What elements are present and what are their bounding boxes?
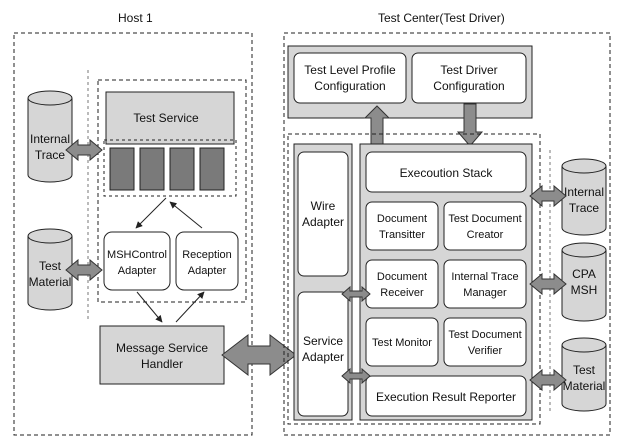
document-receiver-box xyxy=(365,259,439,309)
svg-text:Creator: Creator xyxy=(467,229,504,241)
arrow-service-to-msh xyxy=(135,197,167,229)
svg-text:Material: Material xyxy=(563,379,606,393)
svg-text:Adapter: Adapter xyxy=(118,265,157,277)
arrow-stack-test-material xyxy=(529,368,567,392)
svg-text:Document: Document xyxy=(377,271,427,283)
arrow-msh-to-handler xyxy=(136,291,163,323)
svg-text:Test Level Profile: Test Level Profile xyxy=(304,63,396,77)
svg-text:Adapter: Adapter xyxy=(302,215,344,229)
reception-adapter-box xyxy=(175,231,239,291)
svg-text:Manager: Manager xyxy=(463,287,507,299)
host-title: Host 1 xyxy=(118,11,153,25)
arrow-adapter-result-reporter xyxy=(341,367,371,385)
test-driver-configuration-box xyxy=(411,52,527,104)
tc-test-material-store: Test Material xyxy=(561,337,607,412)
test-document-creator-box xyxy=(443,201,527,251)
msh-control-adapter-box xyxy=(103,231,171,291)
test-service-group xyxy=(97,79,247,303)
execution-result-reporter-box xyxy=(365,375,527,417)
svg-text:Test Document: Test Document xyxy=(448,213,521,225)
svg-text:MSHControl: MSHControl xyxy=(107,249,167,261)
arrow-handler-service-adapter xyxy=(221,333,297,377)
svg-text:Test Monitor: Test Monitor xyxy=(372,337,432,349)
test-service-label: Test Service xyxy=(133,111,199,125)
service-adapter-box xyxy=(297,291,349,417)
svg-text:CPA: CPA xyxy=(572,267,596,281)
svg-text:Verifier: Verifier xyxy=(468,345,503,357)
internal-trace-manager-box xyxy=(443,259,527,309)
svg-text:Document: Document xyxy=(377,213,427,225)
arrow-down-from-driver-configuration xyxy=(456,103,484,147)
arrow-test-material-msh xyxy=(65,258,103,282)
host-test-material-store: Test Material xyxy=(27,228,73,311)
svg-text:Trace: Trace xyxy=(35,148,66,162)
test-center-boundary xyxy=(283,32,611,436)
service-slot xyxy=(109,147,135,191)
svg-text:Execoution Stack: Execoution Stack xyxy=(400,166,494,180)
wire-adapter-box xyxy=(297,151,349,277)
svg-text:Test Document: Test Document xyxy=(448,329,521,341)
document-transmitter-box xyxy=(365,201,439,251)
svg-text:Adapter: Adapter xyxy=(188,265,227,277)
test-service-box xyxy=(105,91,235,145)
host-boundary xyxy=(13,32,253,436)
service-slot xyxy=(139,147,165,191)
svg-text:Service: Service xyxy=(303,334,343,348)
service-slot xyxy=(169,147,195,191)
svg-text:Transitter: Transitter xyxy=(379,229,425,241)
svg-text:Execution Result Reporter: Execution Result Reporter xyxy=(376,390,516,404)
test-document-verifier-box xyxy=(443,317,527,367)
service-slot xyxy=(199,147,225,191)
svg-text:Adapter: Adapter xyxy=(302,350,344,364)
execution-stack-box xyxy=(365,151,527,193)
test-center-title: Test Center(Test Driver) xyxy=(378,11,505,25)
svg-text:Configuration: Configuration xyxy=(314,79,385,93)
svg-text:Handler: Handler xyxy=(141,357,183,371)
svg-text:Test: Test xyxy=(573,363,596,377)
host-internal-trace-store: Internal Trace xyxy=(27,90,73,183)
arrow-stack-cpa-msh xyxy=(529,272,567,296)
test-driver-inner-group xyxy=(287,133,541,425)
arrow-stack-internal-trace xyxy=(529,184,567,208)
test-monitor-box xyxy=(365,317,439,367)
svg-text:Test Driver: Test Driver xyxy=(440,63,497,77)
arrow-adapter-document-receiver xyxy=(341,285,371,303)
svg-text:Material: Material xyxy=(29,275,72,289)
svg-text:Trace: Trace xyxy=(569,201,600,215)
cpa-msh-store: CPA MSH xyxy=(561,242,607,322)
tc-internal-trace-store: Internal Trace xyxy=(561,158,607,236)
arrow-internal-trace-service xyxy=(65,138,103,162)
test-service-slots xyxy=(103,139,237,197)
svg-text:Wire: Wire xyxy=(311,199,336,213)
svg-text:Test: Test xyxy=(39,259,62,273)
arrow-reception-to-service xyxy=(169,201,203,229)
svg-text:Reception: Reception xyxy=(182,249,232,261)
svg-text:Internal: Internal xyxy=(564,185,604,199)
arrow-handler-to-reception xyxy=(175,291,205,323)
svg-text:Configuration: Configuration xyxy=(433,79,504,93)
svg-text:Message Service: Message Service xyxy=(116,341,208,355)
svg-text:MSH: MSH xyxy=(571,283,598,297)
svg-text:Internal Trace: Internal Trace xyxy=(451,271,518,283)
svg-text:Receiver: Receiver xyxy=(380,287,424,299)
svg-text:Internal: Internal xyxy=(30,132,70,146)
test-level-profile-configuration-box xyxy=(293,52,407,104)
message-service-handler-box xyxy=(99,325,225,385)
